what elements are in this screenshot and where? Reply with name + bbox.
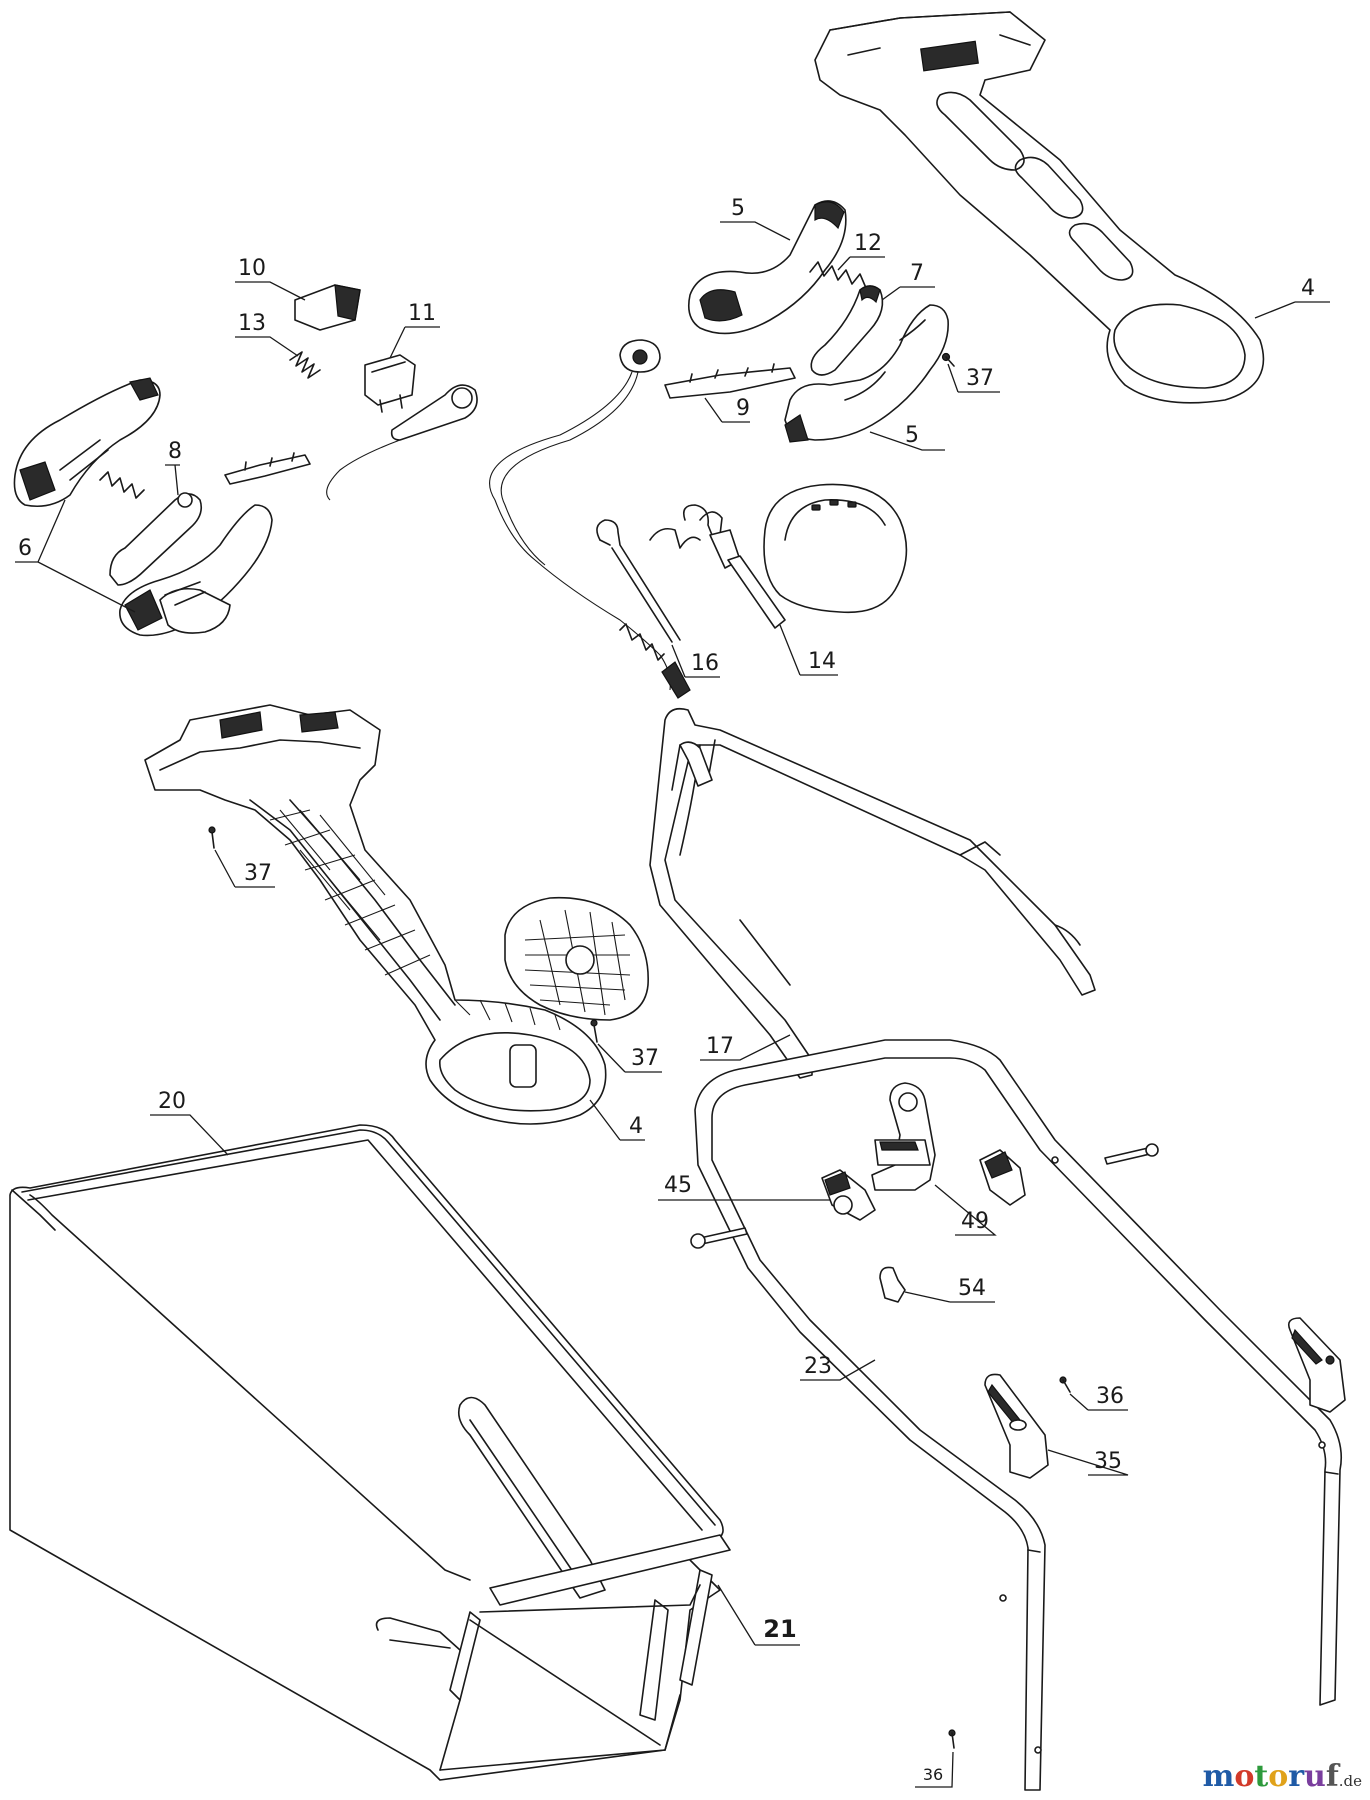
label-49: 49 — [961, 1209, 989, 1234]
label-6: 6 — [18, 536, 32, 561]
label-4-lower: 4 — [629, 1114, 643, 1139]
pin-14-icon — [682, 504, 786, 629]
label-4-upper: 4 — [1301, 276, 1315, 301]
screw-36-lower-icon — [948, 1729, 956, 1749]
screw-37-mid-icon — [208, 826, 216, 849]
handle-clamp-plate-icon — [504, 896, 649, 1021]
handle-frame-23-icon — [694, 1039, 1343, 1791]
label-37-mid: 37 — [244, 861, 272, 886]
switch-lever-icon — [326, 384, 478, 501]
label-7: 7 — [910, 261, 924, 286]
label-9: 9 — [736, 396, 750, 421]
latch-bar-left-icon — [224, 452, 311, 485]
spring-12-icon — [809, 261, 867, 289]
clamp-bracket-49-icon — [871, 1082, 936, 1191]
bowden-cable-icon — [489, 339, 691, 699]
label-21: 21 — [763, 1615, 796, 1643]
spring-13-icon — [289, 351, 321, 379]
label-10: 10 — [238, 256, 266, 281]
label-54: 54 — [958, 1276, 986, 1301]
label-36-lower: 36 — [923, 1765, 943, 1784]
locking-lever-35-icon — [984, 1373, 1049, 1479]
lever-half-upper-icon — [687, 200, 847, 335]
label-5-lower: 5 — [905, 423, 919, 448]
label-35: 35 — [1094, 1449, 1122, 1474]
spring-6-icon — [99, 471, 145, 499]
label-16: 16 — [691, 651, 719, 676]
label-13: 13 — [238, 311, 266, 336]
label-37-lower: 37 — [631, 1046, 659, 1071]
handle-tube-17-icon — [649, 707, 1096, 1079]
handle-lower-housing-icon — [144, 704, 607, 1125]
button-10-icon — [294, 284, 361, 331]
lever-half-left-lower-icon — [119, 504, 273, 637]
label-14: 14 — [808, 649, 836, 674]
label-45: 45 — [664, 1173, 692, 1198]
latch-bar-9-icon — [664, 363, 796, 399]
screw-37-lower-icon — [590, 1019, 598, 1043]
label-37-upper: 37 — [966, 366, 994, 391]
bolt-45-icon — [690, 1227, 748, 1249]
label-11: 11 — [408, 301, 436, 326]
handle-upper-housing-icon — [814, 11, 1265, 404]
hook-16-icon — [596, 519, 701, 643]
label-36-upper: 36 — [1096, 1384, 1124, 1409]
trigger-8-icon — [109, 492, 203, 586]
motoruf-watermark-logo: motoruf.de — [1202, 1759, 1362, 1794]
screw-37-upper-icon — [941, 352, 955, 367]
label-8: 8 — [168, 439, 182, 464]
bolt-right-icon — [1104, 1143, 1159, 1165]
wing-knob-right-icon — [979, 1149, 1026, 1206]
locking-lever-right-icon — [1287, 1317, 1346, 1413]
switch-11-icon — [364, 354, 416, 413]
trigger-7-icon — [810, 285, 884, 376]
wing-knob-45-icon — [821, 1169, 876, 1221]
round-cap-icon — [763, 483, 908, 614]
label-23: 23 — [804, 1354, 832, 1379]
lever-half-lower-icon — [784, 304, 949, 443]
screw-36-upper-icon — [1059, 1376, 1071, 1393]
label-12: 12 — [854, 231, 882, 256]
label-5-upper: 5 — [731, 196, 745, 221]
label-20: 20 — [158, 1089, 186, 1114]
lever-half-left-upper-icon — [13, 377, 161, 508]
clip-54-icon — [879, 1266, 906, 1303]
grass-bag-icon — [9, 1124, 731, 1781]
label-17: 17 — [706, 1034, 734, 1059]
